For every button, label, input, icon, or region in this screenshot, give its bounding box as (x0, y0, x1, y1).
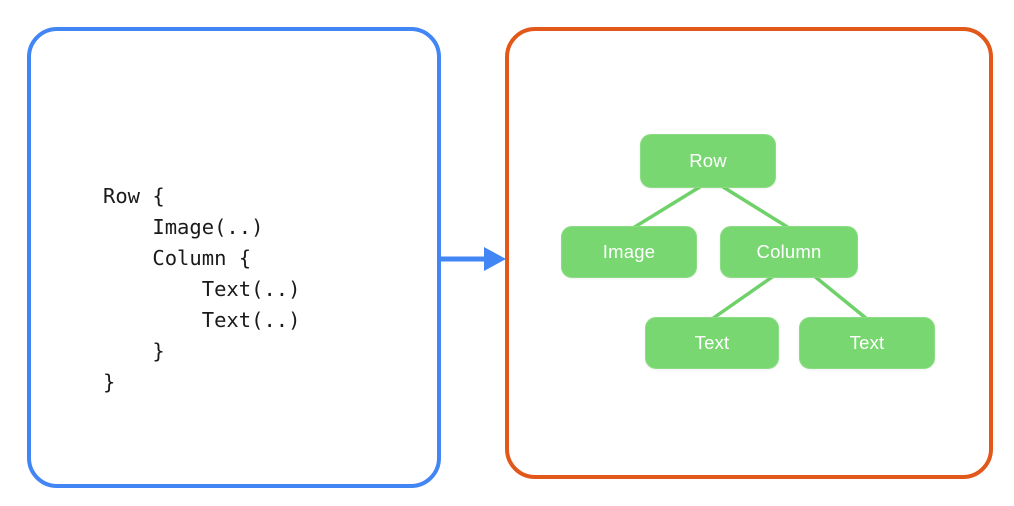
edge-row-image (631, 183, 705, 230)
edge-column-text2 (811, 273, 869, 321)
arrow-head-icon (484, 247, 506, 271)
tree-node-image[interactable]: Image (561, 226, 697, 278)
flow-arrow (438, 247, 506, 271)
tree-node-text-2[interactable]: Text (799, 317, 935, 369)
edge-row-column (718, 183, 791, 230)
source-code-block: Row { Image(..) Column { Text(..) Text(.… (103, 184, 301, 394)
tree-edges (631, 183, 869, 321)
code-panel: Row { Image(..) Column { Text(..) Text(.… (27, 27, 441, 488)
tree-node-row[interactable]: Row (640, 134, 776, 188)
edge-column-text1 (710, 273, 777, 321)
tree-node-text-1[interactable]: Text (645, 317, 779, 369)
tree-node-column[interactable]: Column (720, 226, 858, 278)
